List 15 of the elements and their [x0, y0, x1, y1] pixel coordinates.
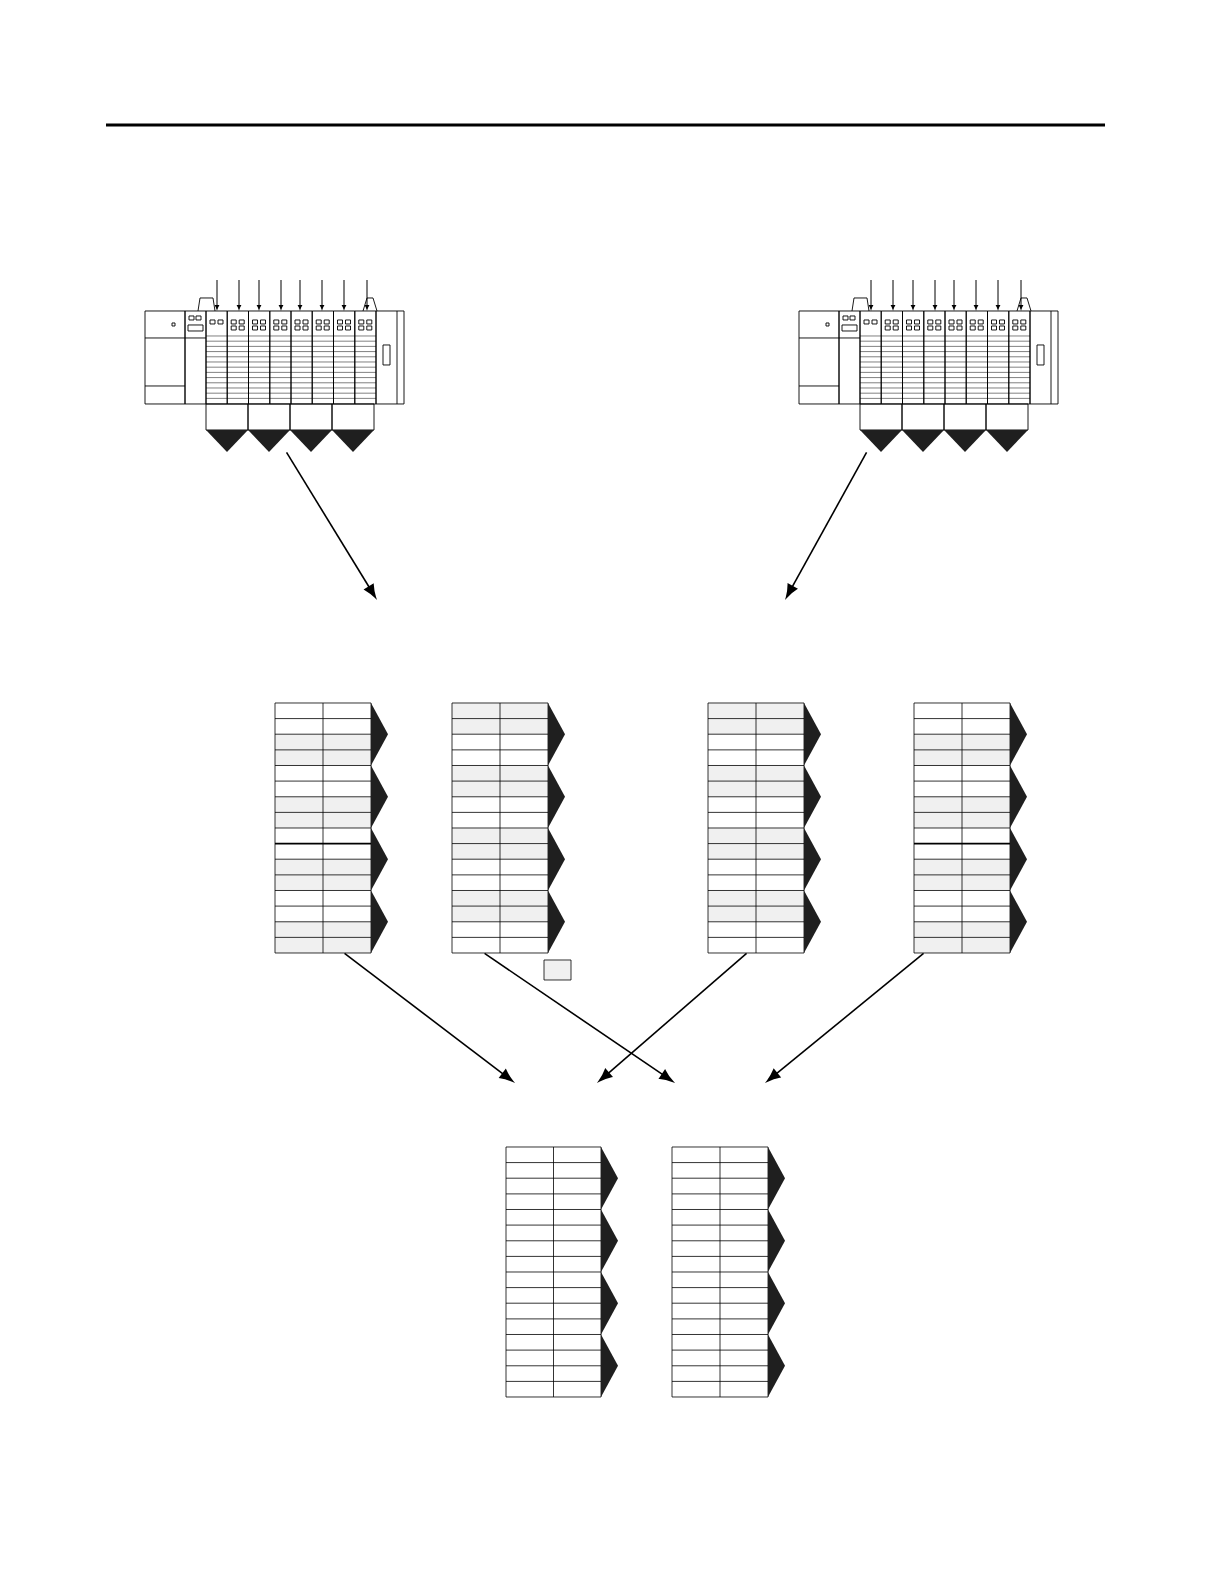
data-table [707, 702, 821, 954]
arrow [785, 451, 868, 598]
controller-chassis-drawing [144, 279, 405, 452]
arrow [766, 952, 925, 1082]
data-table [274, 702, 388, 954]
arrow [483, 952, 674, 1082]
shaded-box [543, 959, 572, 981]
arrow [598, 952, 748, 1082]
data-table [451, 702, 565, 954]
controller-chassis-drawing [798, 279, 1059, 452]
data-table [913, 702, 1027, 954]
data-table [505, 1146, 618, 1398]
arrow [285, 451, 377, 598]
arrow [343, 952, 514, 1082]
data-table [671, 1146, 785, 1398]
